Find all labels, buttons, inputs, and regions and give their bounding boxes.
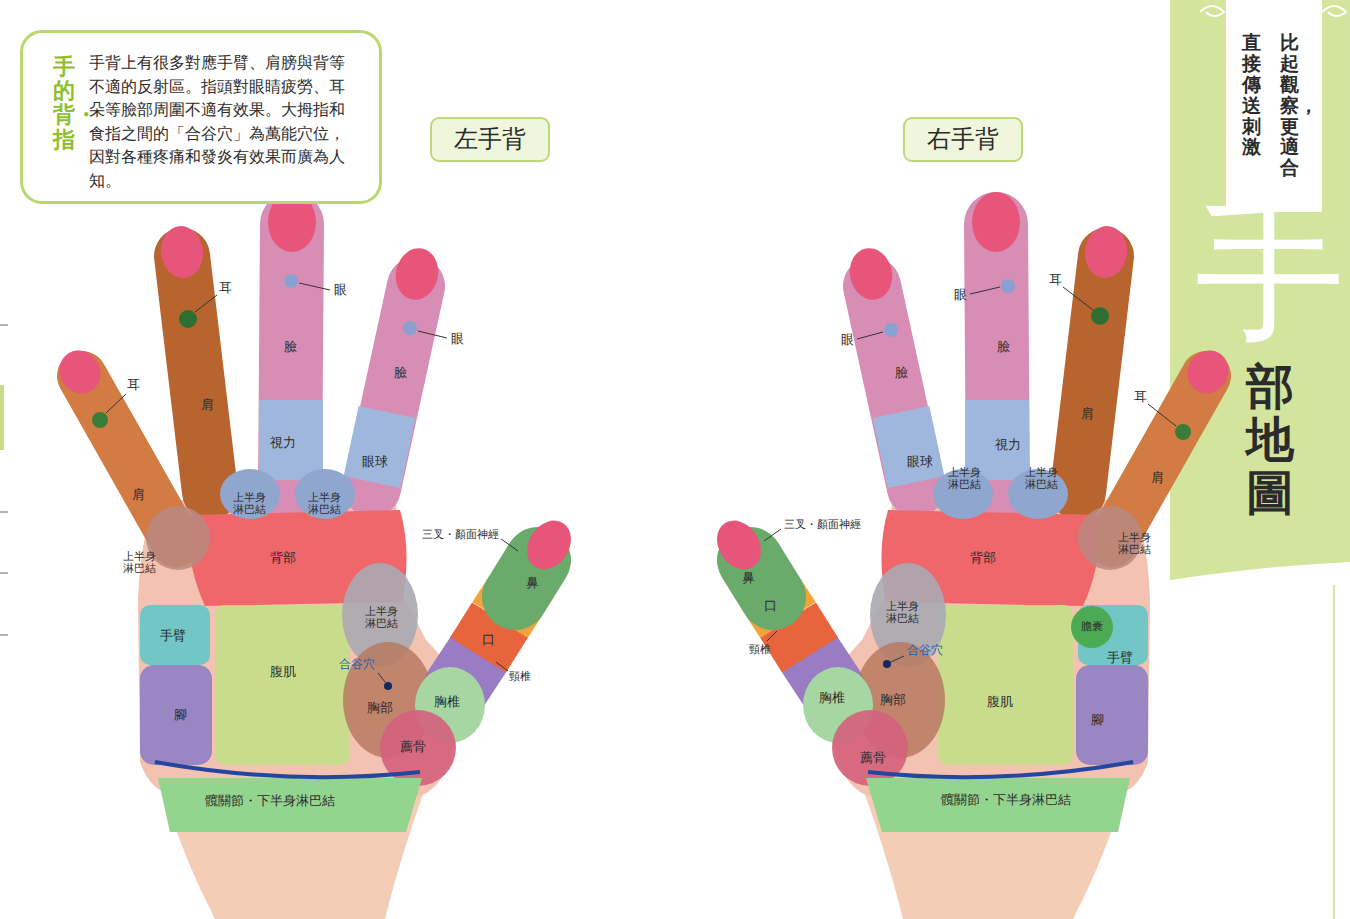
zone-label: 頸椎 <box>749 644 771 657</box>
zone-label: 臉 <box>895 366 908 381</box>
zone-label: 腳 <box>174 708 187 723</box>
zone-label: 臉 <box>394 366 407 381</box>
zone-label: 背部 <box>970 551 996 566</box>
nerve-label: 三叉・顏面神經 <box>422 529 499 542</box>
right-hand <box>708 192 1236 919</box>
hand-title-box: 左手背 <box>430 117 550 162</box>
ornament <box>1200 6 1346 16</box>
zone-label: 耳 <box>127 378 140 393</box>
box-body: 手背上有很多對應手臂、肩膀與背等不適的反射區。指頭對眼睛疲勞、耳朵等臉部周圍不適… <box>89 51 351 192</box>
lymph-label: 上半身淋巴結 <box>948 466 982 490</box>
reflex-points <box>92 274 1191 690</box>
zone-label: 耳 <box>1049 273 1062 288</box>
zone-label: 肩 <box>201 398 214 413</box>
zone-label: 眼球 <box>907 455 933 470</box>
title-band <box>1170 0 1350 580</box>
box-heading: 手的背・指 <box>53 55 75 152</box>
lymph-label: 上半身淋巴結 <box>365 605 399 629</box>
lymph-label: 上半身淋巴結 <box>886 600 920 624</box>
zone-label: 視力 <box>995 438 1021 453</box>
lymph-label: 上半身淋巴結 <box>1025 466 1059 490</box>
acupoint-label: 合谷穴 <box>907 644 943 658</box>
subtitle-panel <box>1226 0 1322 212</box>
zone-label: 眼 <box>451 332 464 347</box>
box-title: 左手背 <box>454 125 526 154</box>
zone-label: 肩 <box>132 488 145 503</box>
zone-label: 視力 <box>270 436 296 451</box>
box-title: 右手背 <box>927 125 999 154</box>
title-char: 部 <box>1195 360 1345 413</box>
zone-label: 胸椎 <box>434 695 460 710</box>
zone-label: 胸部 <box>880 693 906 708</box>
page-title: 手部地圖 <box>1195 196 1345 518</box>
zone-label: 手臂 <box>1107 651 1133 666</box>
title-char: 手 <box>1195 196 1345 346</box>
leader-lines <box>106 283 1176 682</box>
lymph-label: 上半身淋巴結 <box>233 491 267 515</box>
margin-tab <box>0 385 4 450</box>
zone-label: 薦骨 <box>860 751 886 766</box>
zone-label: 耳 <box>1134 390 1147 405</box>
subtitle: 比起觀察，更適合 <box>1280 32 1299 178</box>
zone-label: 薦骨 <box>400 740 426 755</box>
zone-label: 肩 <box>1081 407 1094 422</box>
zone-label: 膽囊 <box>1081 621 1103 634</box>
lymph-label: 上半身淋巴結 <box>308 491 342 515</box>
subtitle: 直接傳送刺激 <box>1242 32 1261 157</box>
zone-label: 口 <box>482 633 495 648</box>
zone-label: 胸部 <box>367 701 393 716</box>
zone-label: 腳 <box>1091 713 1104 728</box>
title-char: 圖 <box>1195 466 1345 519</box>
info-box: 手的背・指手背上有很多對應手臂、肩膀與背等不適的反射區。指頭對眼睛疲勞、耳朵等臉… <box>20 30 382 204</box>
zone-label: 眼 <box>841 333 854 348</box>
zone-label: 眼球 <box>362 455 388 470</box>
zone-label: 髖關節・下半身淋巴結 <box>941 793 1071 808</box>
zone-label: 眼 <box>954 288 967 303</box>
acupoint-label: 合谷穴 <box>339 658 375 672</box>
gallbladder-zone <box>1071 606 1113 648</box>
zone-label: 眼 <box>334 283 347 298</box>
zone-label: 胸椎 <box>819 691 845 706</box>
zone-label: 髖關節・下半身淋巴結 <box>205 794 335 809</box>
zone-label: 鼻 <box>742 571 755 586</box>
hand-title-box: 右手背 <box>903 117 1023 162</box>
zone-label: 耳 <box>219 281 232 296</box>
zone-label: 肩 <box>1151 471 1164 486</box>
lymph-label: 上半身淋巴結 <box>1118 531 1152 555</box>
zone-label: 臉 <box>284 340 297 355</box>
zone-label: 腹肌 <box>987 695 1013 710</box>
margin-marks <box>0 325 8 635</box>
lymph-label: 上半身淋巴結 <box>123 550 157 574</box>
zone-label: 頸椎 <box>509 671 531 684</box>
zone-label: 鼻 <box>526 576 539 591</box>
nerve-label: 三叉・顏面神經 <box>784 519 861 532</box>
title-char: 地 <box>1195 413 1345 466</box>
zone-label: 背部 <box>270 551 296 566</box>
left-hand <box>52 192 580 919</box>
band-line <box>1333 585 1335 919</box>
zone-label: 口 <box>764 599 777 614</box>
zone-label: 手臂 <box>160 629 186 644</box>
zone-label: 腹肌 <box>270 665 296 680</box>
zone-label: 臉 <box>997 340 1010 355</box>
